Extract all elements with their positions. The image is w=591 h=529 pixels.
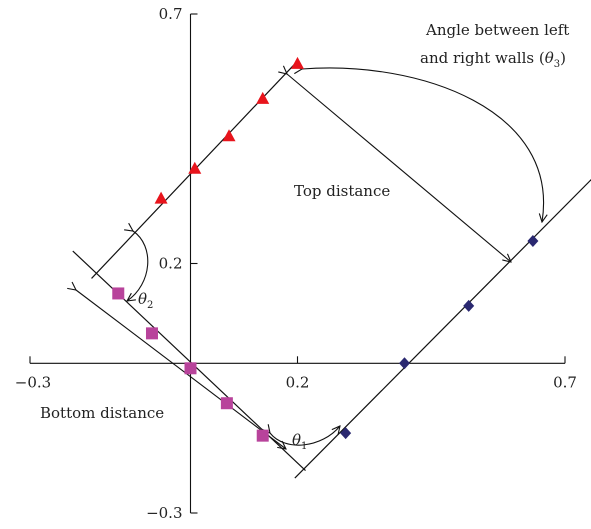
y-tick-label: 0.2	[159, 255, 183, 273]
diamond-point	[340, 427, 352, 440]
diamond-point	[527, 235, 539, 248]
y-tick-label: 0.7	[159, 5, 183, 23]
y-tick-labels: 0.7 0.2 −0.3	[146, 5, 198, 522]
triangle-point	[154, 191, 168, 204]
theta3-label-line2: and right walls (θ3)	[420, 49, 566, 70]
square-point	[112, 287, 125, 300]
top-distance-label: Top distance	[294, 182, 390, 200]
triangle-point	[256, 91, 270, 104]
data-points	[112, 56, 539, 442]
square-point	[184, 362, 197, 375]
square-point	[145, 327, 158, 340]
diamond-point	[463, 299, 475, 312]
triangle-point	[291, 56, 304, 69]
theta2-arc-arrow	[127, 231, 149, 301]
square-point	[256, 429, 269, 442]
bottom-distance-arrow	[76, 290, 286, 449]
diamond-point	[399, 357, 410, 370]
theta3-arc-arrow	[302, 68, 544, 222]
triangle-point	[188, 161, 202, 174]
x-tick-labels: −0.3 0.2 0.7	[15, 356, 577, 391]
theta2-label: θ2	[138, 290, 153, 311]
annotation-arrows	[76, 68, 544, 449]
triangle-point	[222, 129, 236, 142]
square-point	[220, 397, 233, 410]
x-tick-label: −0.3	[15, 373, 51, 391]
theta1-label: θ1	[292, 431, 307, 452]
theta3-label-line1: Angle between left	[425, 21, 569, 39]
theta1-arc-arrow	[270, 426, 340, 446]
y-tick-label: −0.3	[146, 504, 182, 522]
x-tick-label: 0.2	[286, 373, 310, 391]
bottom-distance-label: Bottom distance	[40, 404, 164, 422]
wall-fit-line	[294, 178, 591, 479]
x-tick-label: 0.7	[553, 373, 577, 391]
